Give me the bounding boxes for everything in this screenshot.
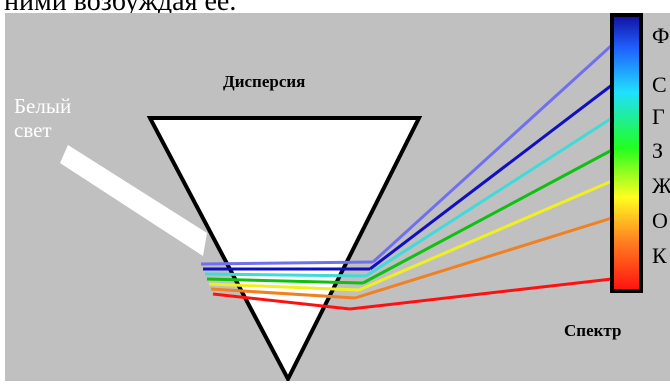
spectrum-letter-violet: Ф — [652, 23, 669, 48]
spectrum-label: Спектр — [564, 321, 621, 340]
ray-internal-cyan — [204, 272, 367, 278]
ray-yellow — [358, 179, 613, 292]
input-label-line2: свет — [14, 118, 52, 142]
diagram-title: Дисперсия — [223, 72, 305, 91]
white-light-beam — [60, 145, 207, 256]
ray-internal-green — [206, 277, 364, 285]
ray-cyan — [365, 116, 613, 278]
ray-internal-red — [212, 292, 351, 311]
dispersion-diagram: Дисперсия Белый свет Спектр Ф С Г З Ж О … — [0, 13, 670, 384]
external-rays — [349, 43, 614, 311]
spectrum-letter-cyan: Г — [652, 104, 665, 129]
spectrum-letter-green: З — [652, 138, 663, 163]
prism — [146, 116, 423, 384]
ray-internal-yellow — [208, 282, 360, 292]
spectrum-letter-orange: О — [652, 208, 668, 233]
spectrum-letter-blue: С — [652, 72, 667, 97]
ray-blue — [369, 83, 613, 271]
top-caption: ними возбуждая ее. — [4, 0, 237, 17]
input-label-line1: Белый — [14, 94, 71, 118]
ray-violet — [371, 43, 614, 264]
ray-internal-orange — [210, 287, 356, 300]
internal-rays — [200, 260, 374, 311]
spectrum-bar — [610, 13, 643, 293]
ray-orange — [354, 216, 613, 300]
dispersion-svg: Дисперсия Белый свет Спектр Ф С Г З Ж О … — [5, 13, 670, 384]
ray-red — [349, 277, 613, 311]
ray-green — [362, 148, 613, 285]
ray-internal-violet — [200, 260, 374, 266]
spectrum-letter-red: К — [652, 243, 667, 268]
spectrum-letters: Ф С Г З Ж О К — [652, 23, 670, 268]
spectrum-letter-yellow: Ж — [652, 173, 670, 198]
